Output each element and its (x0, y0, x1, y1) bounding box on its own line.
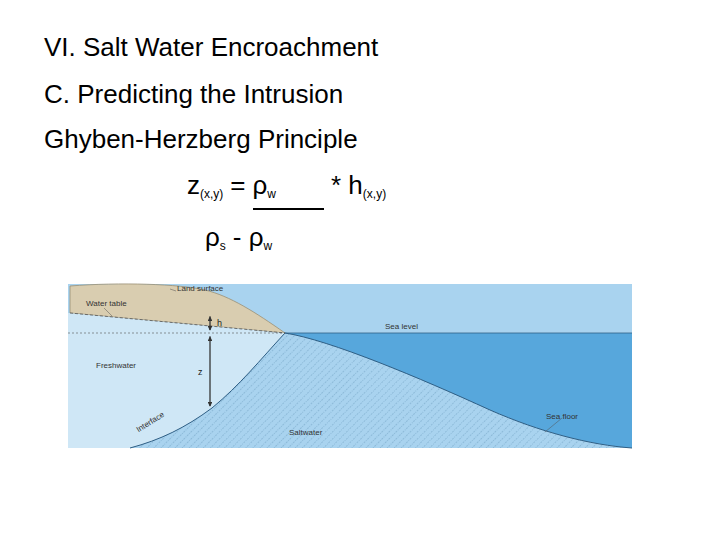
formula-line: z(x,y)=ρw* h(x,y) (187, 170, 386, 210)
h-arrow-up (210, 317, 211, 330)
sea-floor-line (285, 333, 632, 448)
z-arrow-up (210, 337, 211, 406)
formula-symbol: * h (331, 170, 363, 200)
formula-symbol: z (187, 170, 200, 200)
formula-subscript: w (267, 187, 276, 201)
formula-symbol: = (230, 170, 245, 200)
illustration-label: Sea level (385, 322, 418, 332)
fraction-numerator: ρw (253, 171, 324, 210)
formula-symbol: - ρ (233, 222, 264, 252)
illustration-label: Saltwater (289, 428, 322, 438)
formula-subscript: s (220, 239, 226, 253)
formula-symbol: ρ (253, 170, 268, 200)
z-arrow (210, 336, 211, 406)
formula-symbol: ρ (205, 222, 220, 252)
formula-denominator: ρs - ρw (205, 222, 272, 261)
illustration-label: z (198, 367, 203, 377)
sea-surface-line (285, 333, 632, 334)
water-table-line (70, 313, 285, 333)
illustration-label: Freshwater (96, 361, 136, 371)
slide-heading: Ghyben-Herzberg Principle (44, 124, 358, 154)
interface-line (130, 333, 285, 448)
illustration-label: Land surface (177, 284, 223, 294)
formula-subscript: w (263, 239, 272, 253)
saltwater-ground (68, 284, 632, 448)
saltwater-hatching (130, 333, 632, 448)
formula-subscript: (x,y) (363, 187, 386, 201)
illustration-label: h (217, 318, 222, 328)
sea-level-line (68, 333, 285, 334)
illustration-label: Water table (86, 299, 127, 309)
h-arrow (210, 316, 211, 330)
slide-title: VI. Salt Water Encroachment (44, 32, 378, 62)
slide-heading: C. Predicting the Intrusion (44, 79, 343, 109)
leader-line (104, 308, 112, 316)
illustration-label: Sea floor (546, 412, 578, 422)
leader-line (170, 289, 176, 291)
formula-subscript: (x,y) (200, 187, 223, 201)
